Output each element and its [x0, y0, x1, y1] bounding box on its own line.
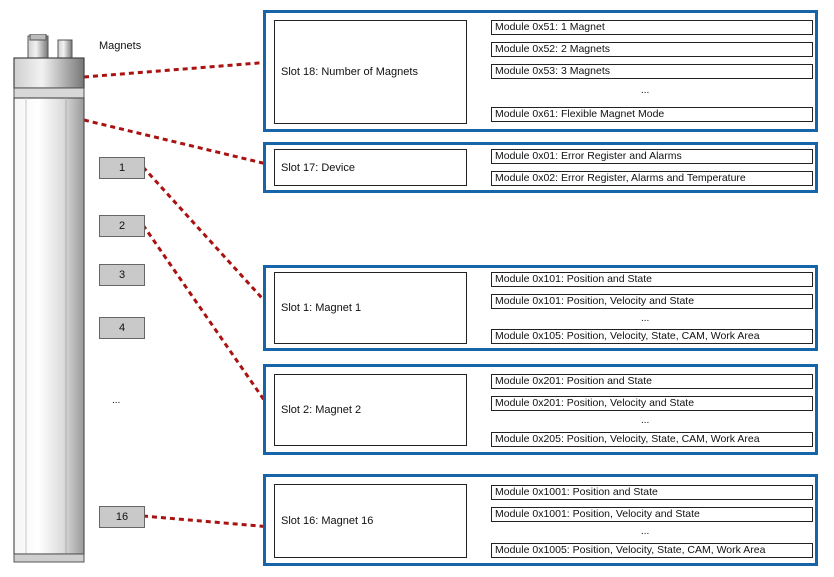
slot-1-box: Slot 1: Magnet 1 — [274, 272, 467, 344]
module-ellipsis: ... — [641, 85, 650, 96]
link-magnet-16-to-slot-16 — [142, 514, 272, 529]
module-0x02: Module 0x02: Error Register, Alarms and … — [491, 171, 813, 186]
module-0x105: Module 0x105: Position, Velocity, State,… — [491, 329, 813, 344]
link-magnet-2-to-slot-2 — [141, 224, 273, 411]
slot-17-box: Slot 17: Device — [274, 149, 467, 186]
slot-18-group: Slot 18: Number of Magnets Module 0x51: … — [263, 10, 818, 132]
magnet-4-box: 4 — [99, 317, 145, 339]
position-sensor-rod — [13, 34, 85, 563]
module-0x1001-vel: Module 0x1001: Position, Velocity and St… — [491, 507, 813, 522]
magnet-16-box: 16 — [99, 506, 145, 528]
slot-1-group: Slot 1: Magnet 1 Module 0x101: Position … — [263, 265, 818, 351]
module-0x61: Module 0x61: Flexible Magnet Mode — [491, 107, 813, 122]
slot-17-group: Slot 17: Device Module 0x01: Error Regis… — [263, 142, 818, 193]
link-magnet-1-to-slot-1 — [141, 165, 273, 310]
module-ellipsis: ... — [641, 415, 650, 426]
module-0x01: Module 0x01: Error Register and Alarms — [491, 149, 813, 164]
module-ellipsis: ... — [641, 526, 650, 537]
module-0x201-pos: Module 0x201: Position and State — [491, 374, 813, 389]
slot-2-box: Slot 2: Magnet 2 — [274, 374, 467, 446]
module-0x1005: Module 0x1005: Position, Velocity, State… — [491, 543, 813, 558]
slot-18-box: Slot 18: Number of Magnets — [274, 20, 467, 124]
slot-16-group: Slot 16: Magnet 16 Module 0x1001: Positi… — [263, 474, 818, 566]
slot-2-group: Slot 2: Magnet 2 Module 0x201: Position … — [263, 364, 818, 455]
link-head-to-slot-18 — [83, 60, 272, 79]
module-0x53: Module 0x53: 3 Magnets — [491, 64, 813, 79]
module-0x205: Module 0x205: Position, Velocity, State,… — [491, 432, 813, 447]
slot-16-box: Slot 16: Magnet 16 — [274, 484, 467, 558]
module-0x51: Module 0x51: 1 Magnet — [491, 20, 813, 35]
magnet-2-box: 2 — [99, 215, 145, 237]
magnet-3-box: 3 — [99, 264, 145, 286]
magnet-1-box: 1 — [99, 157, 145, 179]
magnet-ellipsis: ... — [112, 395, 121, 406]
sensor-caption: Magnets — [99, 40, 142, 52]
module-0x101-pos: Module 0x101: Position and State — [491, 272, 813, 287]
module-0x1001-pos: Module 0x1001: Position and State — [491, 485, 813, 500]
module-ellipsis: ... — [641, 313, 650, 324]
module-0x52: Module 0x52: 2 Magnets — [491, 42, 813, 57]
module-0x201-vel: Module 0x201: Position, Velocity and Sta… — [491, 396, 813, 411]
module-0x101-vel: Module 0x101: Position, Velocity and Sta… — [491, 294, 813, 309]
